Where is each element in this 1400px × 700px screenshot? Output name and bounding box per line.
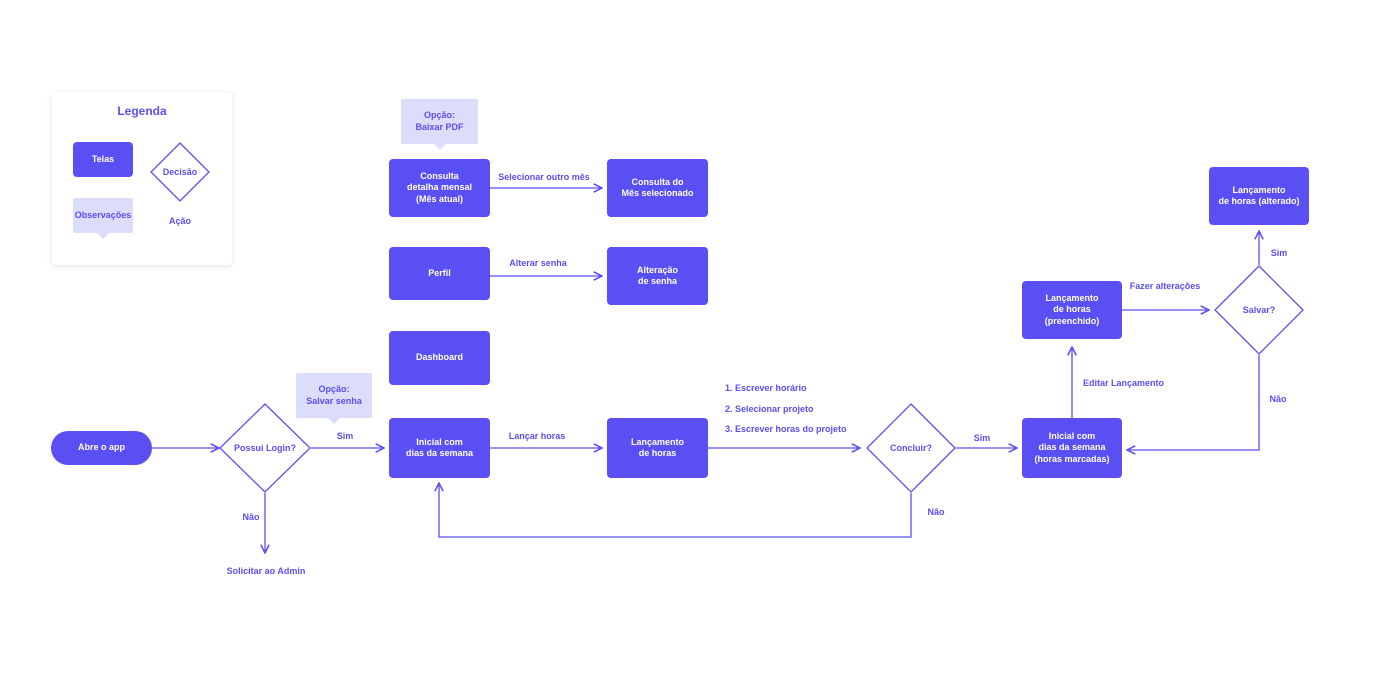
node-selected-month: Consulta do Mês selecionado (607, 159, 708, 217)
edge-label-login-no: Não (242, 512, 260, 522)
note-save-password: Opção: Salvar senha (296, 373, 372, 424)
node-profile: Perfil (389, 247, 490, 300)
edge-label-save-yes: Sim (1270, 248, 1288, 258)
legend-title: Legenda (117, 104, 167, 118)
node-save: Salvar? (1214, 265, 1304, 355)
legend-notes-box: Observações (73, 198, 133, 239)
node-entry-changed: Lançamento de horas (alterado) (1209, 167, 1309, 225)
entry-step-2: 2. Selecionar projeto (725, 403, 814, 414)
edge-label-conclude-no: Não (927, 507, 945, 517)
edge-label-change-password: Alterar senha (509, 258, 567, 268)
note-download-pdf: Opção: Baixar PDF (401, 99, 478, 150)
node-start: Abre o app (51, 431, 152, 465)
conclude-label: Concluir? (890, 443, 932, 453)
edge-conclude-initial-loop (439, 483, 912, 538)
save-diamond-shape (1214, 265, 1304, 355)
legend-decision-diamond: Decisão (150, 142, 210, 202)
has-login-diamond-shape (219, 403, 311, 493)
save-label: Salvar? (1242, 305, 1276, 315)
edge-label-conclude-yes: Sim (973, 433, 991, 443)
node-change-password: Alteração de senha (607, 247, 708, 305)
entry-step-3: 3. Escrever horas do projeto (725, 424, 847, 434)
legend-action-label: Ação (168, 216, 192, 226)
node-monthly: Consulta detalha mensal (Mês atual) (389, 159, 490, 217)
edge-label-launch-hours: Lançar horas (508, 431, 566, 441)
legend-decision-label: Decisão (162, 167, 198, 177)
conclude-diamond-shape (866, 403, 956, 493)
entry-step-1: 1. Escrever horário (725, 383, 807, 393)
node-dashboard: Dashboard (389, 331, 490, 385)
edge-label-edit-entry: Editar Lançamento (1083, 378, 1165, 388)
node-request-admin: Solicitar ao Admin (226, 566, 306, 576)
edge-save-marked (1127, 355, 1260, 450)
edge-label-select-month: Selecionar outro mês (498, 172, 590, 182)
node-initial: Inicial com dias da semana (389, 418, 490, 478)
node-has-login: Possui Login? (219, 403, 311, 493)
node-initial-marked: Inicial com dias da semana (horas marcad… (1022, 418, 1122, 478)
node-conclude: Concluir? (866, 403, 956, 493)
edge-label-make-changes: Fazer alterações (1129, 281, 1201, 291)
has-login-label: Possui Login? (234, 443, 296, 453)
edge-label-login-yes: Sim (336, 431, 354, 441)
edge-label-save-no: Não (1269, 394, 1287, 404)
node-entry-filled: Lançamento de horas (preenchido) (1022, 281, 1122, 339)
legend-screen-box: Telas (73, 142, 133, 177)
node-hours-entry: Lançamento de horas (607, 418, 708, 478)
legend-decision-shape (150, 142, 210, 202)
entry-steps-list: 1. Escrever horário 2. Selecionar projet… (725, 378, 847, 440)
